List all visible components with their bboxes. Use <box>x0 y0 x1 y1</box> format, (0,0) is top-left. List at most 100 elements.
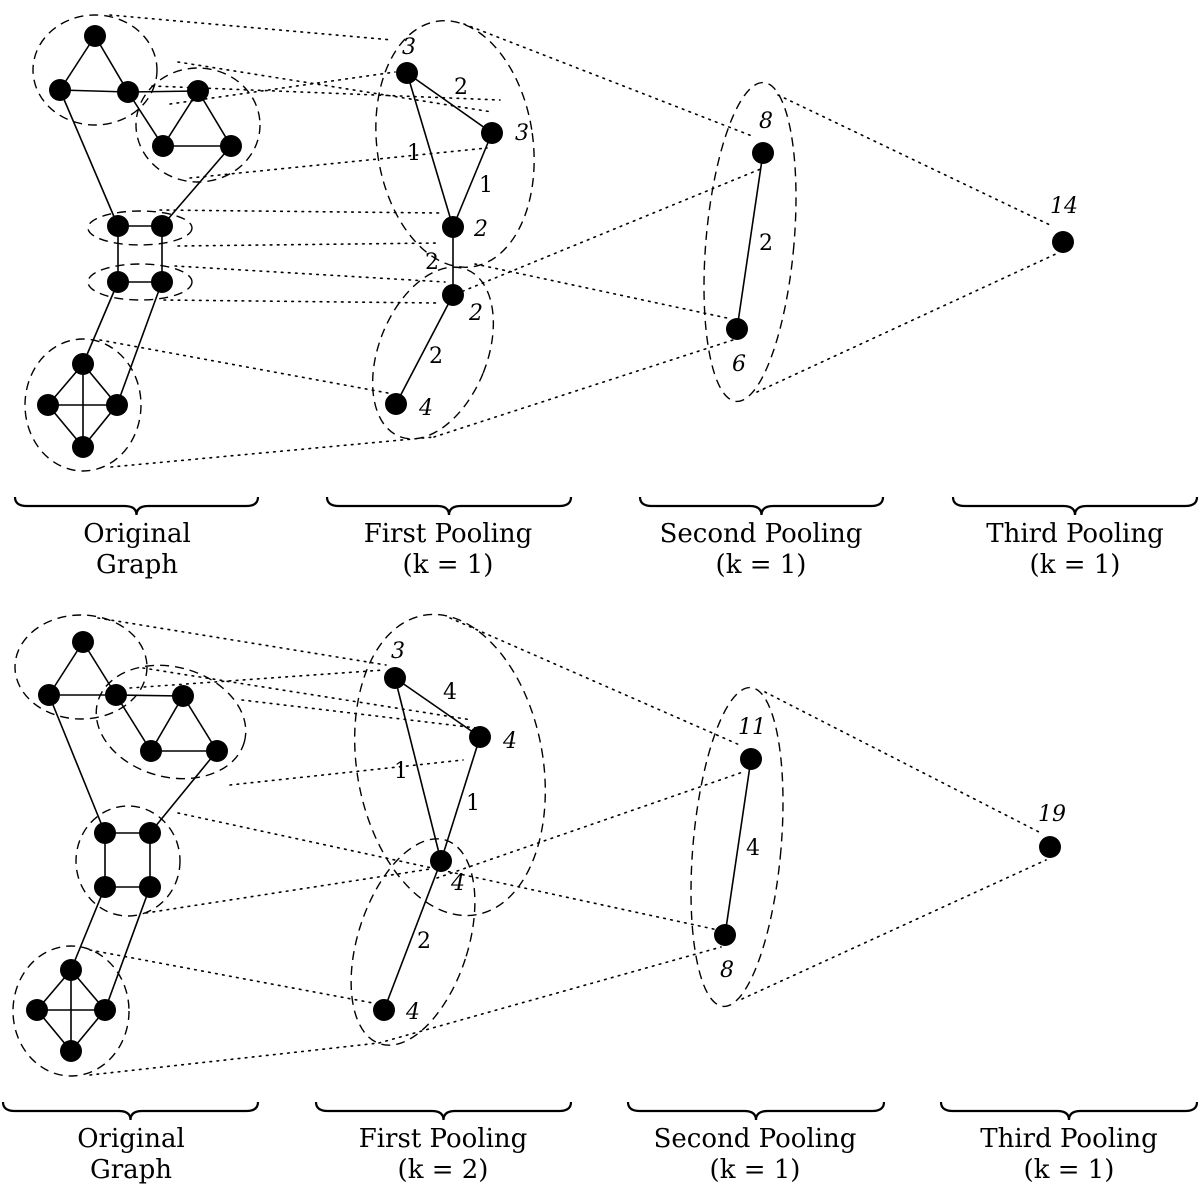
mapping-line <box>163 299 439 304</box>
edge-weight-label: 1 <box>407 141 421 166</box>
graph-node <box>139 876 161 898</box>
graph-node <box>94 822 116 844</box>
graph-node <box>72 353 94 375</box>
graph-edge <box>70 886 106 971</box>
mapping-line <box>142 667 473 721</box>
graph-edge <box>59 89 129 93</box>
caption-original-graph-row2: Original Graph <box>77 1124 185 1185</box>
graph-edge <box>127 90 199 93</box>
mapping-line <box>741 859 1047 1000</box>
cluster-ellipse <box>87 210 193 246</box>
graph-node <box>107 215 129 237</box>
graph-node <box>105 684 127 706</box>
mapping-line <box>177 812 719 931</box>
edge-weight-label: 2 <box>417 929 431 954</box>
graph-node <box>172 685 194 707</box>
graph-edge <box>59 89 119 227</box>
brace <box>1 1101 260 1121</box>
graph-node <box>442 216 464 238</box>
edge-weight-label: 2 <box>759 231 773 256</box>
graph-node <box>740 748 762 770</box>
graph-node <box>140 740 162 762</box>
mapping-line <box>241 699 486 730</box>
graph-node <box>430 850 452 872</box>
node-weight-label: 3 <box>515 121 529 146</box>
graph-edge <box>149 750 218 834</box>
mapping-line <box>89 1042 380 1076</box>
graph-node <box>373 999 395 1021</box>
graph-node <box>384 667 406 689</box>
cluster-ellipse <box>75 805 181 917</box>
node-weight-label: 2 <box>473 217 488 242</box>
brace <box>626 1101 886 1121</box>
graph-edge <box>383 860 442 1011</box>
brace <box>638 496 885 516</box>
graph-node <box>752 142 774 164</box>
graph-node <box>49 79 71 101</box>
mapping-line <box>159 209 441 214</box>
brace <box>939 1101 1199 1121</box>
mapping-line <box>99 339 389 394</box>
graph-node <box>152 135 174 157</box>
graph-node <box>481 122 503 144</box>
graph-node <box>117 81 139 103</box>
node-weight-label: 14 <box>1050 194 1078 219</box>
node-weight-label: 4 <box>418 396 433 421</box>
brace <box>951 496 1199 516</box>
cluster-ellipse <box>350 838 476 1046</box>
node-weight-label: 8 <box>759 109 773 134</box>
graph-edge <box>104 886 151 1011</box>
graph-edge <box>724 758 752 936</box>
graph-node <box>396 62 418 84</box>
graph-edge <box>116 281 163 406</box>
cluster-ellipse <box>375 20 535 268</box>
graph-node <box>151 215 173 237</box>
graph-node <box>726 318 748 340</box>
graph-node <box>106 394 128 416</box>
caption-third-pooling-row2: Third Pooling (k = 1) <box>980 1124 1158 1185</box>
cluster-ellipse <box>32 14 158 126</box>
mapping-line <box>109 14 393 41</box>
graph-node <box>206 740 228 762</box>
graph-edge <box>394 677 442 862</box>
graph-edge <box>115 694 184 697</box>
cluster-ellipse <box>690 686 784 1008</box>
graph-node <box>72 436 94 458</box>
mapping-line <box>229 759 464 786</box>
edge-weight-label: 1 <box>479 173 493 198</box>
mapping-line <box>474 263 728 319</box>
edge-weight-label: 1 <box>466 791 480 816</box>
brace <box>13 496 260 516</box>
graph-edge <box>395 294 454 405</box>
graph-node <box>1052 231 1074 253</box>
mapping-line <box>169 71 396 105</box>
edge-weight-label: 2 <box>425 250 439 275</box>
edge-weight-label: 4 <box>746 836 760 861</box>
mapping-line <box>174 265 446 283</box>
mapping-line <box>764 691 1040 833</box>
caption-original-graph-row1: Original Graph <box>83 519 191 580</box>
mapping-line <box>177 242 439 247</box>
edge-weight-label: 2 <box>454 75 468 100</box>
node-weight-label: 4 <box>450 871 465 896</box>
mapping-line <box>378 946 722 1044</box>
graph-node <box>442 284 464 306</box>
graph-node <box>220 135 242 157</box>
graph-edge <box>115 694 152 752</box>
mapping-line <box>151 85 501 101</box>
graph-edge <box>406 72 493 134</box>
node-weight-label: 2 <box>468 301 483 326</box>
graph-edge <box>452 132 493 228</box>
graph-node <box>60 959 82 981</box>
node-weight-label: 4 <box>405 1000 420 1025</box>
graph-node <box>37 394 59 416</box>
node-weight-label: 4 <box>502 729 517 754</box>
graph-node <box>60 1040 82 1062</box>
mapping-line <box>756 252 1059 393</box>
mapping-line <box>89 949 374 1004</box>
graph-node <box>94 876 116 898</box>
graph-node <box>1039 836 1061 858</box>
cluster-ellipse <box>14 614 148 720</box>
graph-edge <box>736 152 764 330</box>
